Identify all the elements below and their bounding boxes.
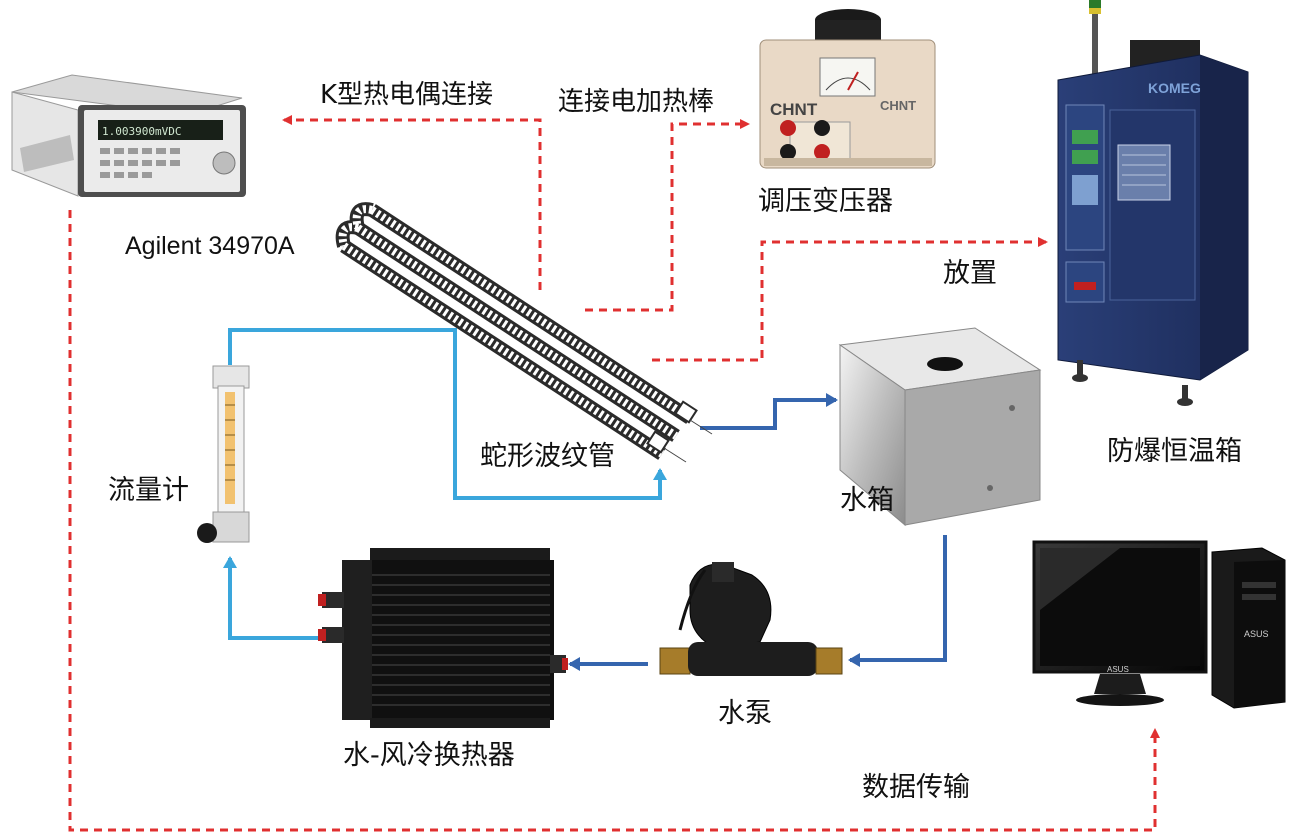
transformer-label: 调压变压器 (758, 186, 893, 217)
data-transfer-line (68, 210, 1160, 832)
chamber-brand: KOMEG (1148, 80, 1201, 96)
heater-connect-label: 连接电加热棒 (558, 87, 714, 117)
heat-exchanger-device (318, 548, 568, 728)
flowmeter-device (197, 365, 250, 543)
place-line (652, 237, 1048, 362)
explosion-chamber-device: KOMEG (1057, 0, 1249, 406)
computer-device: ASUS ASUS (1032, 540, 1286, 709)
pump-label: 水泵 (718, 698, 772, 729)
tank-to-pump-line (848, 535, 947, 667)
serpentine-tube (335, 202, 713, 463)
signal-lines (68, 115, 1160, 832)
heat-exchanger-label: 水-风冷换热器 (343, 740, 515, 771)
flowmeter-to-tube-line (228, 328, 667, 500)
thermocouple-label: K型热电偶连接 (320, 80, 493, 110)
exchanger-to-flowmeter-line (223, 556, 322, 640)
flowmeter-label: 流量计 (108, 475, 189, 506)
heater-line (585, 119, 750, 312)
water-tank-label: 水箱 (840, 485, 894, 516)
place-label: 放置 (943, 258, 997, 289)
serpentine-tube-label: 蛇形波纹管 (480, 441, 615, 472)
transformer-brand: CHNT (770, 100, 818, 119)
transformer-brand-2: CHNT (880, 98, 916, 113)
daq-display-text: 1.003900mVDC (102, 125, 181, 138)
agilent-label: Agilent 34970A (125, 232, 295, 260)
thermocouple-line (282, 115, 542, 290)
explosion-chamber-label: 防爆恒温箱 (1107, 436, 1242, 467)
water-lines (223, 328, 947, 671)
water-tank-device (838, 327, 1042, 527)
data-transfer-label: 数据传输 (862, 772, 970, 803)
pc-brand: ASUS (1244, 629, 1269, 639)
labels: K型热电偶连接 连接电加热棒 调压变压器 Agilent 34970A 放置 防… (108, 80, 1242, 803)
transformer-device: CHNT CHNT (759, 9, 936, 169)
agilent-daq-device: 1.003900mVDC (11, 74, 246, 197)
tube-to-tank-line (700, 393, 838, 430)
water-pump-device (659, 562, 843, 676)
monitor-brand: ASUS (1107, 665, 1129, 674)
